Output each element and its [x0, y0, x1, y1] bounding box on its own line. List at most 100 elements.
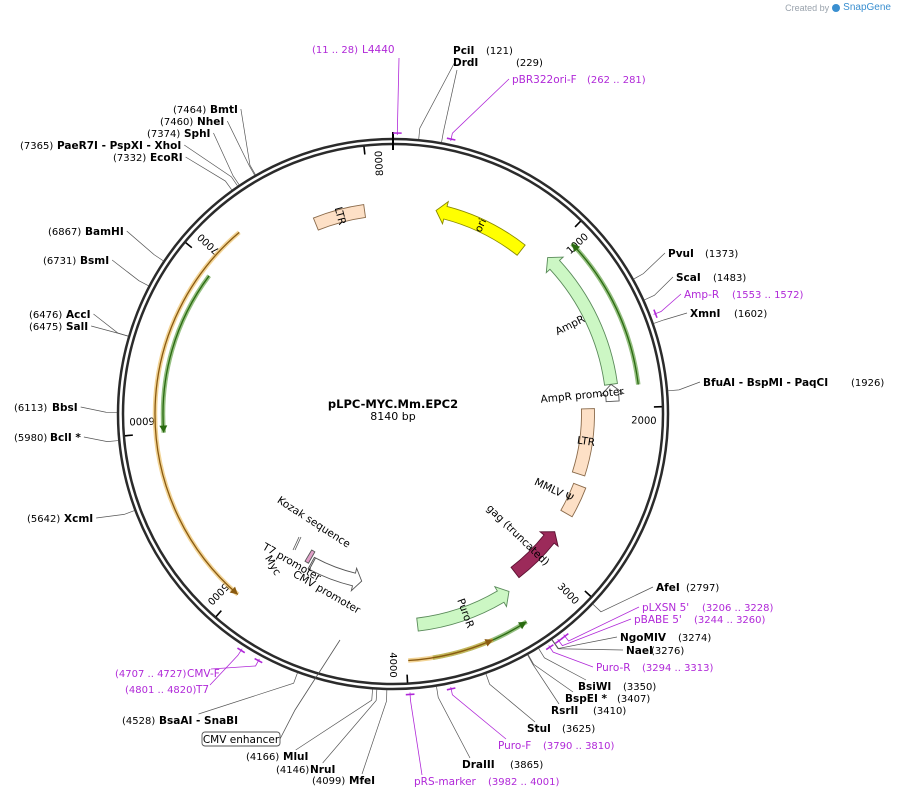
primer-position: (11 .. 28) [312, 45, 358, 56]
primer-name: T7 [195, 684, 209, 696]
label-leaders [80, 57, 701, 776]
site-bamhi[interactable]: BamHI(6867) [48, 226, 124, 238]
primer-position: (3294 .. 3313) [642, 663, 714, 674]
site-draiii[interactable]: DraIII(3865) [462, 759, 543, 771]
feature-ltr[interactable] [571, 408, 595, 477]
tick-mark [215, 610, 222, 618]
site-bmti[interactable]: BmtI(7464) [173, 104, 238, 116]
primer-leader [653, 293, 682, 315]
feature-label-mmlv-psi: MMLV Ψ [532, 476, 575, 505]
plasmid-name: pLPC-MYC.Mm.EPC2 [328, 397, 458, 411]
site-name: MfeI [349, 775, 375, 787]
site-xcmi[interactable]: XcmI(5642) [27, 513, 93, 525]
site-position: (3865) [510, 760, 543, 771]
primer-position: (3244 .. 3260) [694, 615, 766, 626]
site-xmni[interactable]: XmnI(1602) [690, 308, 767, 320]
site-leader [295, 689, 373, 751]
primer-leader [450, 78, 510, 142]
site-scai[interactable]: ScaI(1483) [676, 272, 746, 284]
site-bbsi[interactable]: BbsI(6113) [14, 402, 78, 414]
feature-ltr[interactable] [312, 204, 367, 231]
site-position: (7365) [20, 141, 53, 152]
site-position: (1602) [734, 309, 767, 320]
site-position: (7464) [173, 105, 206, 116]
primer-mark [545, 644, 554, 651]
feature-label-ampr-promoter: AmpR promoter [540, 386, 625, 406]
site-leader [527, 654, 560, 705]
primer-plxsn-5[interactable]: pLXSN 5'(3206 .. 3228) [560, 602, 774, 640]
site-bsiwi[interactable]: BsiWI(3350) [578, 681, 656, 693]
feature-ampr-promoter[interactable] [599, 383, 625, 403]
site-leader [198, 672, 298, 715]
site-bsaai-snabi[interactable]: BsaAI - SnaBI(4528) [122, 715, 238, 727]
primer-puro-f[interactable]: Puro-F(3790 .. 3810) [446, 687, 615, 752]
feature-puror[interactable] [416, 585, 510, 632]
site-sphi[interactable]: SphI(7374) [147, 128, 210, 140]
site-leader [213, 132, 240, 186]
primer-prs-marker[interactable]: pRS-marker(3982 .. 4001) [405, 693, 560, 788]
site-leader [240, 108, 256, 175]
primer-amp-r[interactable]: Amp-R(1553 .. 1572) [653, 289, 804, 319]
primer-name: Puro-R [596, 662, 631, 674]
site-mfei[interactable]: MfeI (4099) [312, 775, 375, 787]
cmv-enhancer-box[interactable]: CMV enhancer [201, 731, 281, 747]
site-afei[interactable]: AfeI(2797) [656, 582, 719, 594]
site-nrui[interactable]: NruI(4146) [276, 764, 335, 776]
site-position: (3407) [617, 694, 650, 705]
site-paer7i-pspxi-xhoi[interactable]: PaeR7I - PspXI - XhoI(7365) [20, 140, 181, 152]
primer-puro-r[interactable]: Puro-R (3294 .. 3313) [545, 644, 714, 674]
primer-name: Puro-F [498, 740, 531, 752]
feature-myc[interactable] [304, 549, 316, 564]
site-naei[interactable]: NaeI(3276) [626, 645, 684, 657]
site-position: (4099) [312, 776, 345, 787]
feature-cmv-promoter[interactable] [308, 557, 363, 592]
site-pvui[interactable]: PvuI(1373) [668, 248, 738, 260]
feature-gag-truncated[interactable] [510, 531, 559, 579]
primer-name: CMV-F [187, 668, 220, 680]
site-ecori[interactable]: EcoRI(7332) [113, 152, 183, 164]
site-bfuai-bspmi-paqci[interactable]: BfuAI - BspMI - PaqCI (1926) [703, 377, 884, 389]
feature-mmlv-psi[interactable] [560, 482, 587, 518]
orf-glow [432, 619, 528, 660]
site-leader [361, 689, 388, 775]
feature-cmv-enhancer[interactable] [307, 556, 317, 571]
primer-name: pBR322ori-F [512, 74, 577, 86]
site-nhei[interactable]: NheI(7460) [160, 116, 224, 128]
primer-t7[interactable]: T7(4801 .. 4820) [125, 647, 246, 696]
primer-pbabe-5[interactable]: pBABE 5'(3244 .. 3260) [554, 614, 766, 645]
site-bspei[interactable]: BspEI *(3407) [565, 693, 650, 705]
site-ngomiv[interactable]: NgoMIV(3274) [620, 632, 711, 644]
site-name: AfeI [656, 582, 680, 594]
primer-l4440[interactable]: L4440(11 .. 28) [312, 44, 402, 134]
site-leader [527, 654, 574, 693]
site-name: BsmI [80, 255, 109, 267]
site-stui[interactable]: StuI(3625) [527, 723, 595, 735]
created-by-text: Created by [785, 2, 830, 13]
site-leader [80, 406, 118, 413]
plasmid-length: 8140 bp [370, 410, 415, 423]
site-mlui[interactable]: MluI(4166) [246, 751, 308, 763]
primer-cmv-f[interactable]: CMV-F(4707 .. 4727) [115, 657, 263, 680]
site-sali[interactable]: SalI(6475) [29, 321, 88, 333]
snapgene-brand: SnapGene [843, 2, 891, 13]
site-name: RsrII [551, 705, 578, 717]
site-bsmi[interactable]: BsmI(6731) [43, 255, 109, 267]
site-acci[interactable]: AccI(6476) [29, 309, 90, 321]
site-leader [111, 259, 149, 287]
feature-ampr[interactable] [545, 256, 618, 386]
site-position: (1373) [705, 249, 738, 260]
site-rsrii[interactable]: RsrII(3410) [551, 705, 626, 717]
site-position: (1926) [851, 378, 884, 389]
tick-label: 2000 [631, 415, 657, 427]
site-labels: PciI(121)DrdI(229) PvuI(1373) ScaI(1483) Xm… [14, 44, 884, 788]
site-drdi[interactable]: DrdI(229) [453, 57, 543, 69]
primer-pbr322ori-f[interactable]: pBR322ori-F (262 .. 281) [446, 74, 646, 141]
primer-position: (262 .. 281) [587, 75, 646, 86]
site-name: BfuAI - BspMI - PaqCI [703, 377, 828, 389]
site-name: MluI [283, 751, 308, 763]
tick-label: 4000 [387, 652, 398, 677]
site-bcli[interactable]: BclI *(5980) [14, 432, 81, 444]
kozak-leader [294, 536, 302, 551]
site-pcii[interactable]: PciI(121) [453, 45, 513, 57]
feature-ori[interactable] [435, 200, 526, 256]
